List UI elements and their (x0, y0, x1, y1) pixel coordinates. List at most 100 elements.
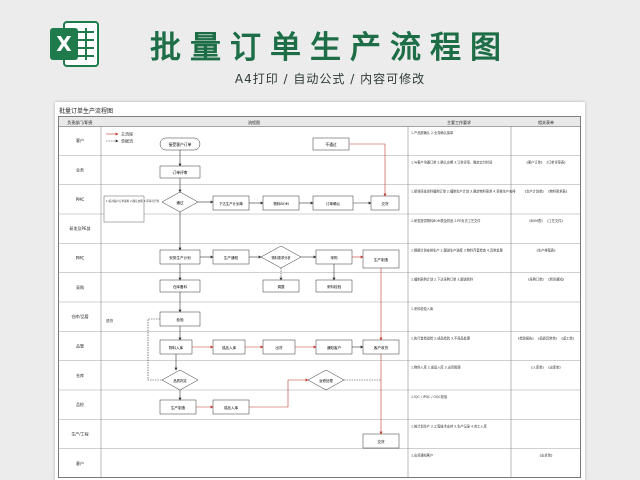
department-label: 研发及PE部 (70, 225, 91, 231)
svg-text:X: X (56, 32, 72, 56)
related-form-text: 《客户订单》 《订单评审表》 (525, 159, 567, 164)
department-label: 客户 (76, 460, 84, 466)
node-pass-decision: 通过 (161, 191, 199, 213)
svg-text:返修处理: 返修处理 (319, 378, 333, 383)
svg-text:来料检验: 来料检验 (327, 284, 342, 289)
department-label: PMC (76, 197, 85, 202)
node-prod-bottom: 生产制造 (159, 399, 197, 415)
svg-text:检验: 检验 (176, 317, 184, 322)
svg-text:接受客户订单: 接受客户订单 (169, 142, 192, 147)
svg-text:物料需求分析: 物料需求分析 (271, 255, 291, 260)
legend-main: 主流程 (121, 131, 133, 137)
node-fail: 不通过 (312, 137, 350, 151)
work-requirement-text: 1.IQC / IPQC / OQC检验 (411, 394, 448, 399)
node-mrp-decision: 物料需求分析 (260, 245, 302, 269)
node-order: 接受客户订单 (159, 137, 201, 151)
page-subtitle: A4打印 / 自动公式 / 内容可修改 (234, 72, 426, 86)
legend: 主流程 单据流 (106, 131, 133, 144)
related-form-text: 《采购订单》 《到货通知》 (526, 277, 565, 282)
svg-text:生产制造: 生产制造 (171, 405, 186, 410)
work-requirement-text: 1.产品需确认 2.业务确认接单 (411, 130, 454, 135)
svg-text:订单评审: 订单评审 (172, 170, 187, 175)
node-prod: 生产制造 (362, 249, 400, 269)
related-form-text: 《生产排程表》 (535, 247, 557, 252)
node-client-mid: 客户收货 (362, 339, 400, 355)
node-fix-decision: 返修处理 (307, 369, 345, 391)
node-notice: 生产通知 (212, 249, 250, 265)
work-requirement-text: 1.按计划生产 2.工程技术支持 3.生产记录 4.完工入库 (411, 423, 488, 428)
work-requirement-text: 1.研发提供物料BOM表及样品 2.PE负责工艺文件 (411, 218, 481, 223)
svg-text:生产制造: 生产制造 (374, 257, 389, 262)
svg-text:仓库备料: 仓库备料 (173, 284, 188, 289)
work-requirement-text: 1.接收研发资料编制订单 2.编制生产计划 3.确定物料需求 4.审核生产安排 (411, 189, 516, 194)
svg-text:退货: 退货 (106, 318, 114, 323)
header-banner: X 批量订单生产流程图 A4打印 / 自动公式 / 内容可修改 (0, 0, 640, 96)
node-ship: 出货 (262, 339, 296, 355)
svg-text:采购: 采购 (330, 255, 338, 260)
department-label: 客户 (76, 137, 84, 143)
department-label: 品检 (76, 401, 84, 407)
node-notify: 通知客户 (315, 339, 353, 355)
work-requirement-text: 1.根据计划安排生产 2.跟进生产进度 3.物料齐套检查 4.异常处理 (411, 247, 504, 252)
page-title: 批量订单生产流程图 (150, 30, 510, 66)
svg-text:成品入库: 成品入库 (222, 345, 237, 350)
header-work: 主要工作要求 (447, 119, 471, 125)
excel-icon: X (50, 21, 99, 67)
node-stock: 仓库备料 (159, 279, 201, 293)
svg-text:客户收货: 客户收货 (374, 345, 389, 350)
node-purch: 采购 (315, 249, 353, 265)
work-requirement-text: 1.出货通知客户 (411, 453, 433, 458)
legend-aux: 单据流 (121, 138, 133, 144)
svg-text:下达生产计划单: 下达生产计划单 (219, 201, 243, 206)
svg-text:1.核对客户订单资料 2.确认交期 3.评审可行性: 1.核对客户订单资料 2.确认交期 3.评审可行性 (106, 199, 160, 203)
svg-text:交货: 交货 (377, 439, 385, 444)
header-doc: 相关表单 (538, 119, 554, 125)
svg-text:订单确认: 订单确认 (326, 201, 341, 206)
work-requirement-text: 1.物料入库 2.成品入库 3.出货管理 (411, 365, 461, 370)
node-material: 物料入库 (159, 339, 193, 355)
svg-text:品质判定: 品质判定 (173, 378, 187, 383)
work-requirement-text: 1.与客户沟通订单 2.确认交期 3.订单评审，确定交付时间 (411, 159, 492, 164)
node-bom: 物料BOM (262, 195, 300, 211)
department-label: 生产/工程 (71, 431, 88, 437)
node-sched: 安排生产计划 (159, 249, 201, 265)
svg-text:出货: 出货 (275, 345, 283, 350)
node-deliver-bottom: 交货 (362, 433, 400, 449)
side-note: 1.核对客户订单资料 2.确认交期 3.评审可行性 退货 (103, 195, 160, 323)
svg-text:物料入库: 物料入库 (169, 345, 184, 350)
node-store-bottom: 成品入库 (212, 399, 250, 415)
svg-text:生产通知: 生产通知 (224, 255, 239, 260)
work-requirement-text: 1.编制采购计划 2.下达采购订单 3.跟进到料 (411, 277, 474, 282)
department-label: 仓库 (76, 372, 84, 378)
sheet-title: 批量订单生产流程图 (59, 108, 114, 115)
flowchart-table: 负责部门/职责 流程图 主要工作要求 相关表单 客户业务PMC研发及PE部PMC… (58, 116, 581, 478)
svg-text:调整: 调整 (277, 284, 285, 289)
related-form-text: 《生产计划单》 《物料需求表》 (523, 189, 569, 194)
svg-text:安排生产计划: 安排生产计划 (169, 255, 191, 260)
department-label: PMC (76, 256, 85, 261)
node-review: 订单评审 (159, 165, 201, 179)
related-form-text: 《检验报告》 《品质异常单》 《返工单》 (516, 335, 575, 340)
node-adjust: 调整 (262, 279, 300, 293)
department-label: 业务 (76, 167, 84, 173)
header-flow: 流程图 (248, 119, 260, 125)
related-form-text: 《BOM表》 《工艺文件》 (527, 218, 564, 223)
work-requirement-text: 1.执行首检巡检 2.成品检验 3.不良品处理 (411, 335, 471, 340)
svg-text:交货: 交货 (381, 201, 389, 206)
department-label: 仓库/品管 (71, 313, 88, 319)
department-label: 采购 (76, 284, 84, 290)
node-receive: 来料检验 (315, 279, 353, 293)
node-plan: 下达生产计划单 (212, 195, 250, 211)
related-form-text: 《出货单》 (538, 453, 554, 458)
related-form-text: 《入库单》 《出库单》 (530, 365, 563, 370)
node-check: 检验 (159, 311, 201, 327)
svg-text:通过: 通过 (176, 200, 184, 205)
node-quality-decision: 品质判定 (161, 369, 199, 391)
node-deliver-top: 交货 (370, 195, 400, 211)
node-store: 成品入库 (212, 339, 246, 355)
svg-text:成品入库: 成品入库 (224, 405, 239, 410)
node-confirm: 订单确认 (312, 195, 354, 211)
svg-text:不通过: 不通过 (325, 142, 337, 147)
svg-text:通知客户: 通知客户 (327, 345, 342, 350)
